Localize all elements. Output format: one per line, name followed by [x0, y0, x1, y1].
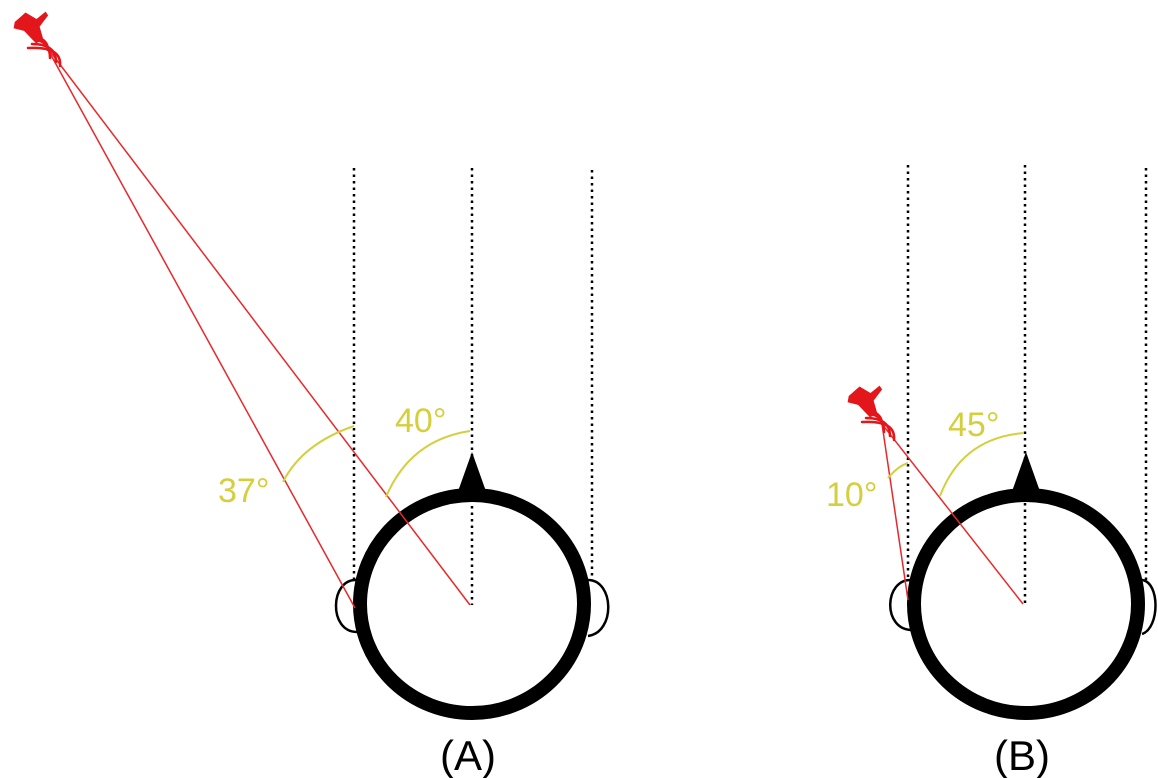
panel-b-right-ear: [1141, 578, 1157, 636]
panel-a-arc-left-ear: [282, 425, 355, 483]
panel-a-speaker: [11, 9, 62, 68]
panel-b-angle-left-ear: 10°: [826, 476, 877, 514]
panel-a-angle-center: 40°: [395, 402, 446, 440]
panel-b-angle-center: 45°: [948, 406, 999, 444]
panel-a-left-ear: [334, 578, 358, 634]
panel-a-nose: [456, 452, 488, 497]
panel-a: 37° 40° (A): [11, 9, 610, 778]
panel-b-ray-center: [881, 423, 1024, 605]
panel-b-arc-left-ear: [887, 462, 909, 479]
panel-a-right-ear: [587, 578, 610, 638]
panel-a-arc-center: [385, 430, 471, 498]
panel-b-nose: [1010, 452, 1042, 497]
panel-a-label: (A): [440, 732, 496, 778]
panel-b-head: [907, 488, 1145, 720]
panel-b-arc-center: [939, 432, 1025, 497]
panel-a-angle-left-ear: 37°: [218, 472, 269, 510]
panel-b-speaker: [845, 383, 896, 442]
panel-b-ray-left-ear: [881, 423, 909, 601]
panel-a-ray-left-ear: [45, 45, 356, 609]
panel-b-label: (B): [994, 732, 1050, 778]
panel-a-ray-center: [45, 45, 471, 606]
panel-b: 10° 45° (B): [826, 165, 1157, 778]
